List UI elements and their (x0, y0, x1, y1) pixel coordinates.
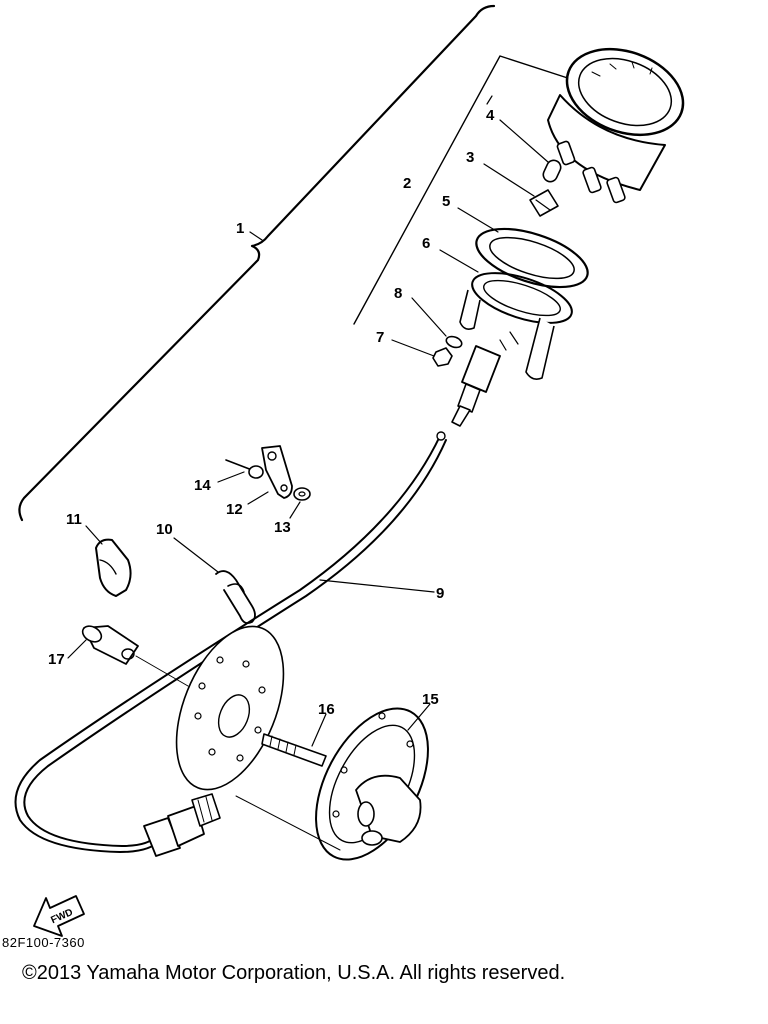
clip-part-12 (261, 445, 293, 499)
cushion-part-5 (475, 227, 589, 289)
shaft-part-16 (261, 733, 327, 767)
callout-5: 5 (442, 193, 450, 210)
copyright-notice: ©2013 Yamaha Motor Corporation, U.S.A. A… (22, 962, 566, 984)
callout-12: 12 (226, 501, 243, 518)
washer-part-13 (293, 487, 311, 501)
callout-3: 3 (466, 149, 474, 166)
bracket-part-6 (459, 272, 573, 380)
bulb-part-4 (542, 159, 562, 183)
callout-6: 6 (422, 235, 430, 252)
callout-17: 17 (48, 651, 65, 668)
callout-15: 15 (422, 691, 439, 708)
socket-part-3 (529, 189, 559, 217)
callout-13: 13 (274, 519, 291, 536)
callout-1: 1 (236, 220, 244, 237)
nut-part-7 (432, 347, 453, 367)
assembly-bracket-2 (353, 55, 581, 325)
callout-11: 11 (66, 511, 82, 528)
callout-16: 16 (318, 701, 335, 718)
callout-10: 10 (156, 521, 173, 538)
cable-lower-fitting (143, 793, 221, 857)
bushing-part-17 (81, 625, 139, 665)
callout-14: 14 (194, 477, 211, 494)
boot-part-11 (95, 538, 132, 597)
callout-2: 2 (403, 175, 411, 192)
diagram-code: 82F100-7360 (2, 935, 85, 950)
speedometer-cable-9 (14, 431, 447, 853)
washer-part-8 (445, 335, 463, 349)
gear-unit-part-15 (315, 707, 429, 861)
cable-upper-fitting (451, 331, 519, 427)
gear-plate (175, 625, 285, 791)
speedometer-meter (547, 47, 685, 204)
screw-part-14 (225, 459, 264, 479)
clamp-part-10 (215, 570, 256, 625)
callout-8: 8 (394, 285, 402, 302)
assembly-bracket-1 (18, 4, 496, 522)
callout-7: 7 (376, 329, 384, 346)
callout-9: 9 (436, 585, 444, 602)
callout-4: 4 (486, 107, 495, 124)
forward-arrow-icon: FWD (33, 895, 85, 937)
